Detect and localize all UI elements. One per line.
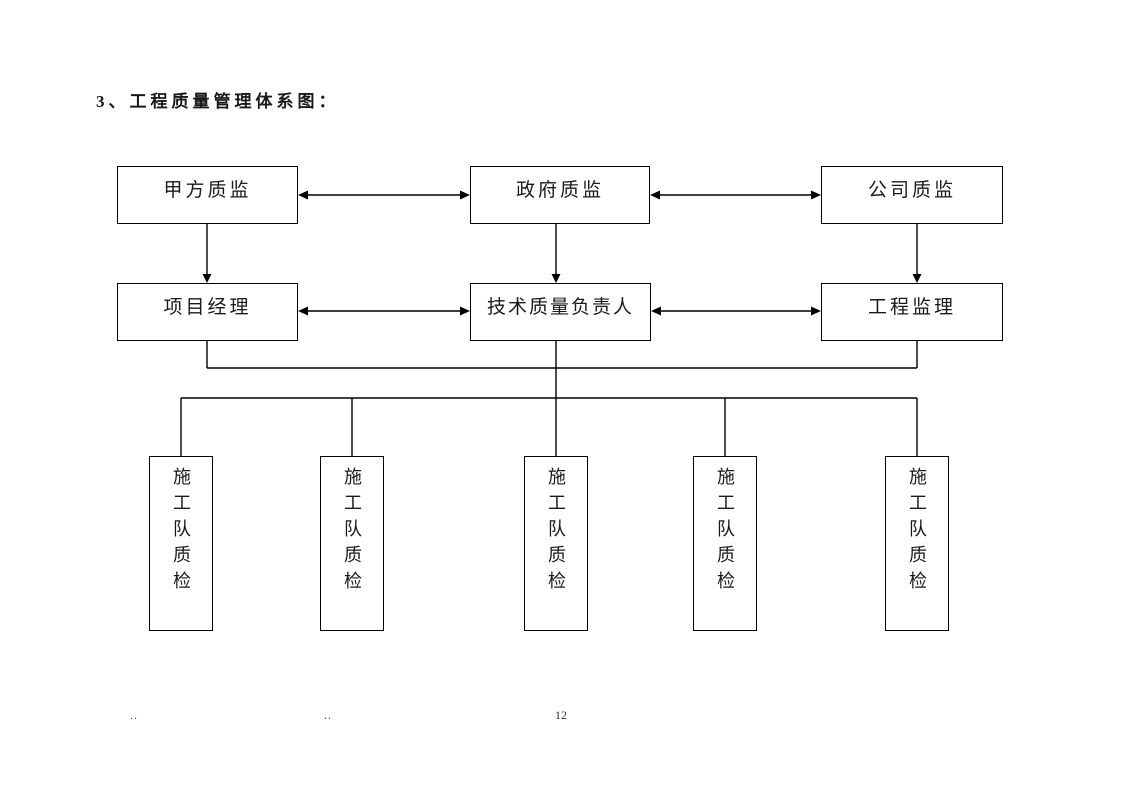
double-arrow-tech-supervision: [651, 306, 821, 316]
down-arrow-owner-to-manager: [202, 224, 212, 283]
double-arrow-owner-government: [298, 190, 470, 200]
page-title: 3、工程质量管理体系图：: [96, 92, 340, 111]
box-label: 施工队质检: [171, 467, 191, 597]
box-government-quality-supervision: 政府质监: [470, 166, 650, 224]
double-arrow-manager-tech: [298, 306, 470, 316]
down-arrow-company-to-supervision: [912, 224, 922, 283]
box-label: 施工队质检: [715, 467, 735, 597]
box-label: 施工队质检: [907, 467, 927, 597]
box-label: 施工队质检: [546, 467, 566, 597]
box-team-quality-check-4: 施工队质检: [693, 456, 757, 631]
page-number: 12: [555, 708, 567, 722]
box-label: 公司质监: [867, 180, 956, 201]
box-team-quality-check-3: 施工队质检: [524, 456, 588, 631]
box-label: 政府质监: [515, 180, 604, 201]
bus-line-upper: [206, 341, 918, 369]
down-arrow-government-to-tech: [551, 224, 561, 283]
box-owner-quality-supervision: 甲方质监: [117, 166, 298, 224]
box-company-quality-supervision: 公司质监: [821, 166, 1003, 224]
double-arrow-government-company: [650, 190, 821, 200]
footer-dots-mid: ..: [324, 708, 332, 722]
box-team-quality-check-2: 施工队质检: [320, 456, 384, 631]
box-label: 技术质量负责人: [486, 297, 634, 318]
box-project-manager: 项目经理: [117, 283, 298, 341]
bus-line-lower: [180, 397, 918, 456]
box-label: 工程监理: [867, 297, 956, 318]
box-label: 项目经理: [163, 297, 252, 318]
footer-dots-left: ..: [130, 708, 138, 722]
box-team-quality-check-1: 施工队质检: [149, 456, 213, 631]
box-engineering-supervision: 工程监理: [821, 283, 1003, 341]
box-label: 施工队质检: [342, 467, 362, 597]
box-team-quality-check-5: 施工队质检: [885, 456, 949, 631]
box-label: 甲方质监: [163, 180, 252, 201]
box-tech-quality-leader: 技术质量负责人: [470, 283, 651, 341]
